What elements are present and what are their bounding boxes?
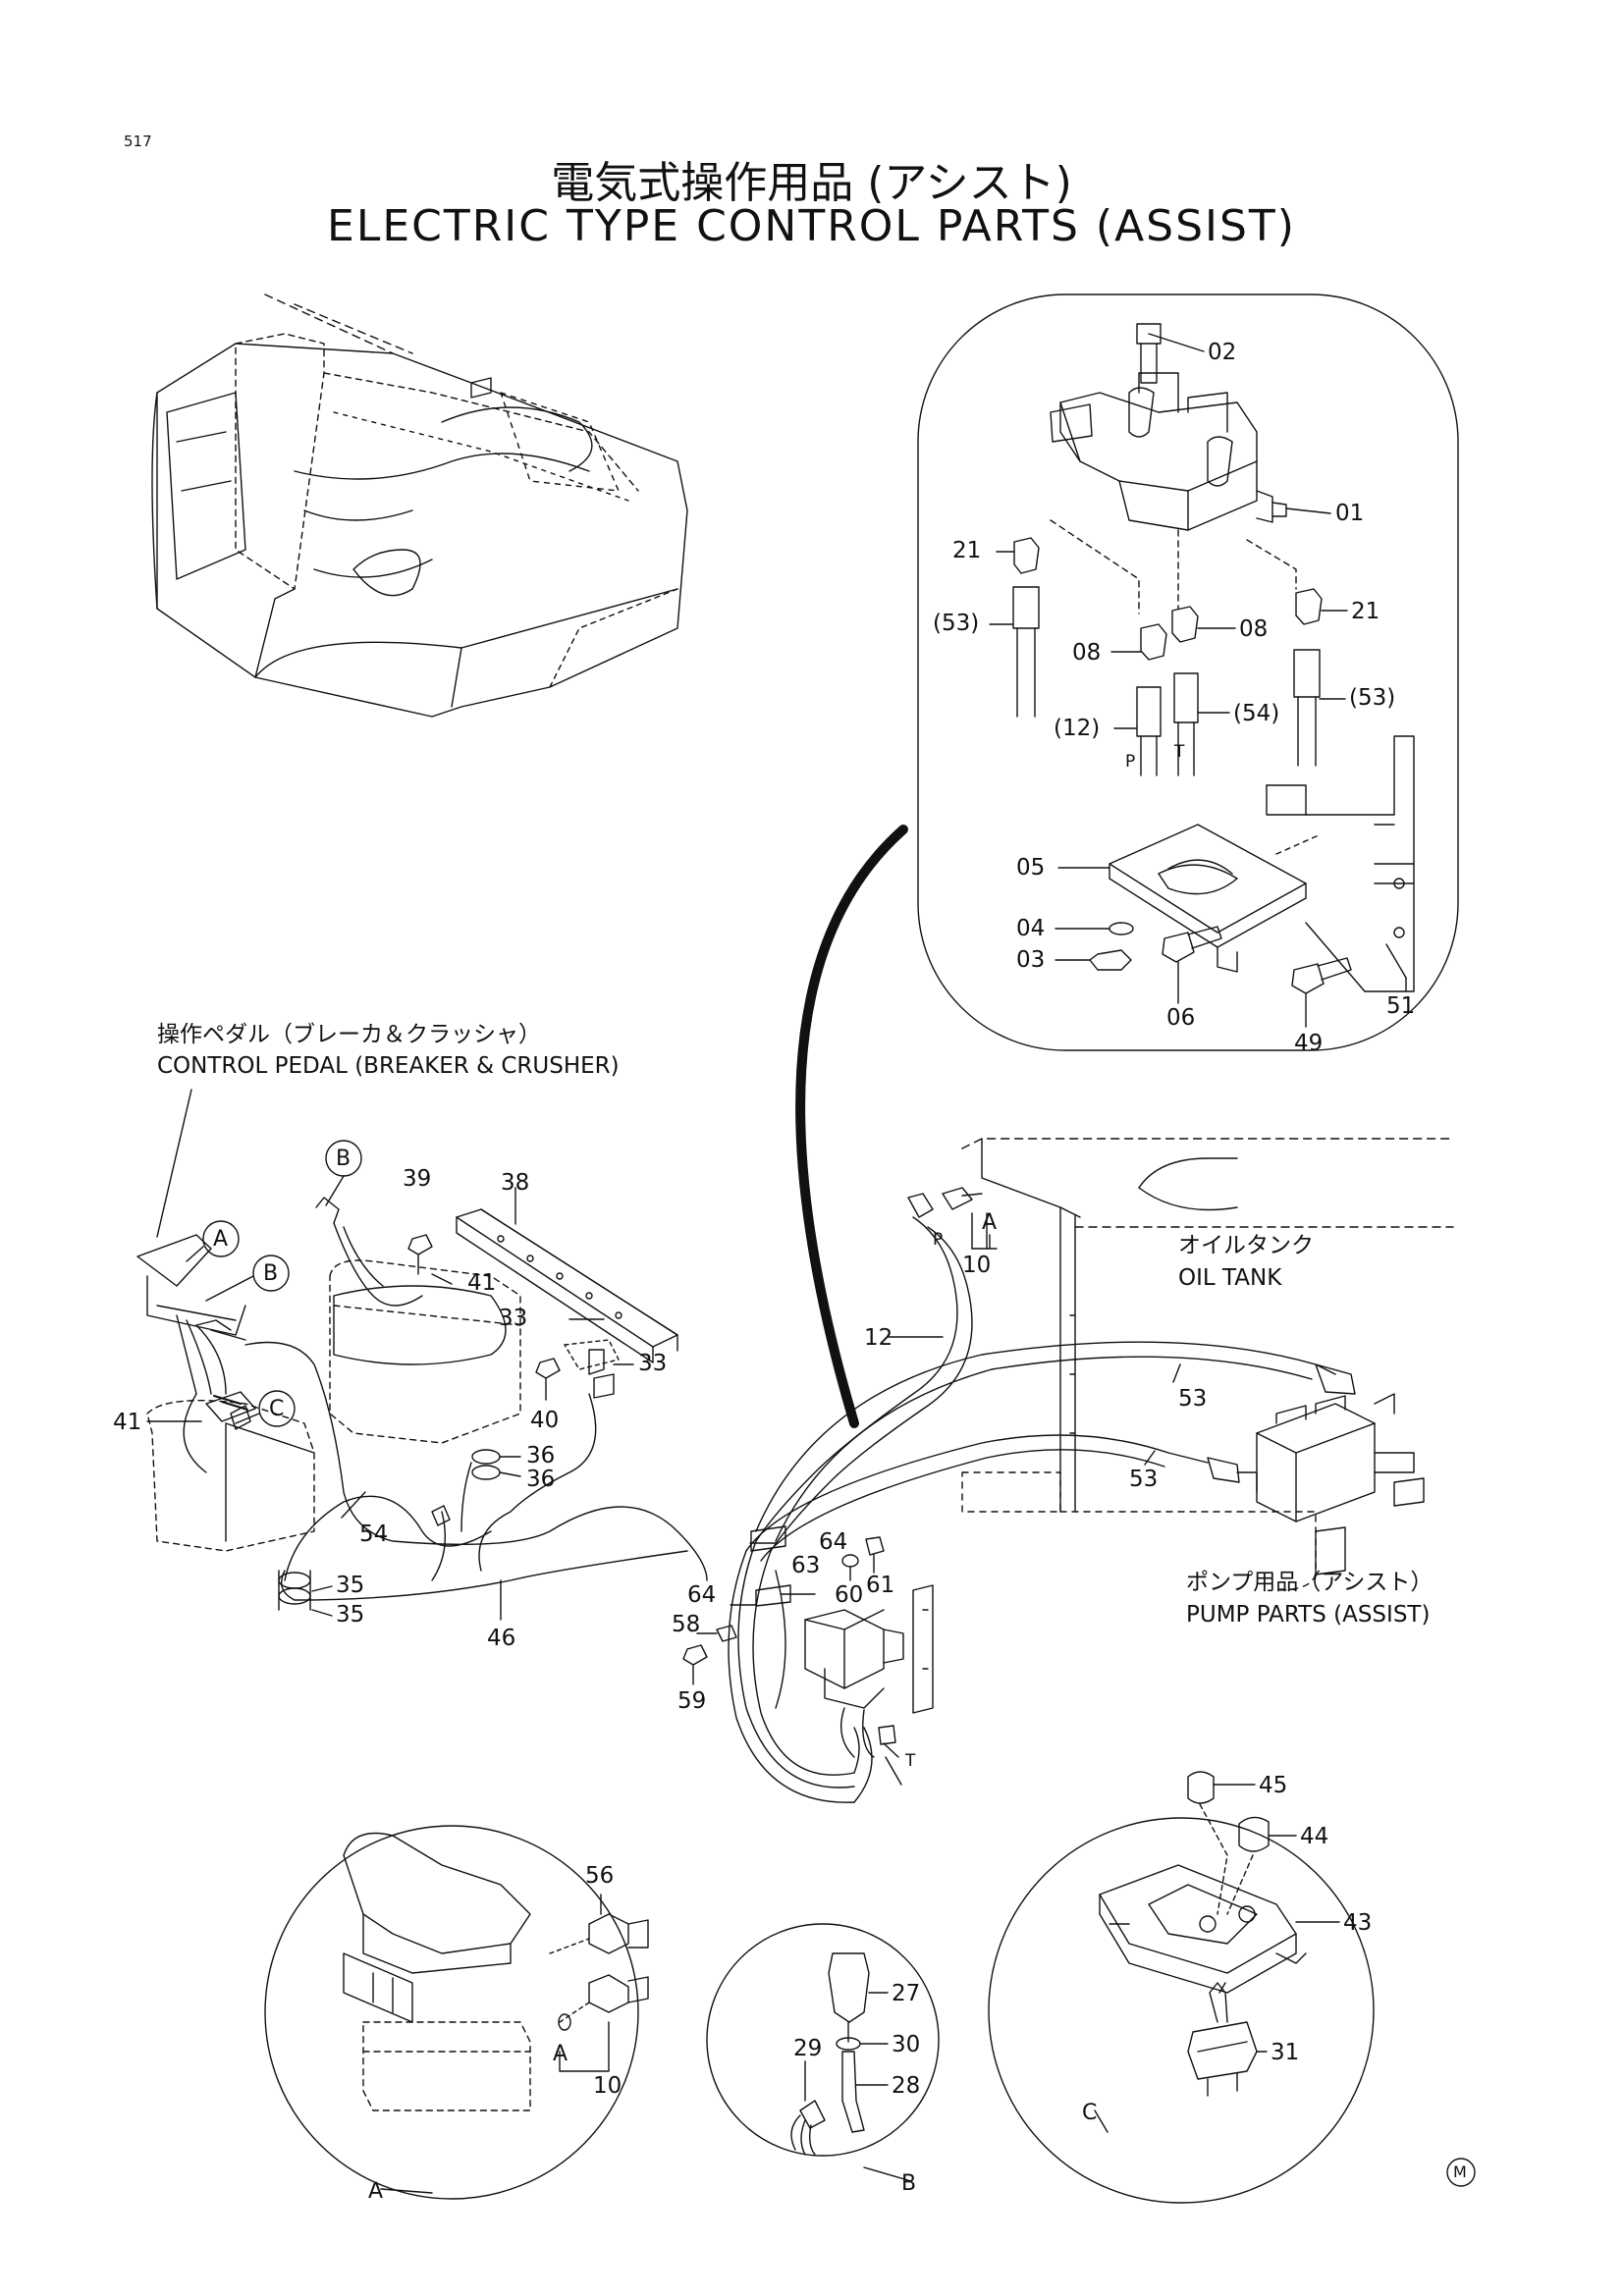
part-label-36-bottom: 36 [526,1467,556,1492]
part-label-53-lower: 53 [1129,1467,1159,1492]
detail-b-switch-drawing [791,1953,888,2155]
detail-b-marker-cable: B [336,1147,352,1171]
part-label-08-left: 08 [1072,640,1102,666]
part-label-61: 61 [866,1573,895,1598]
pump-parts-caption-en: PUMP PARTS (ASSIST) [1186,1602,1431,1628]
part-label-31: 31 [1271,2040,1300,2065]
oil-tank-caption-jp: オイルタンク [1178,1233,1314,1258]
part-label-41-top: 41 [467,1270,497,1296]
part-label-51: 51 [1386,993,1416,1019]
part-label-06: 06 [1166,1005,1196,1031]
part-label-12-paren: (12) [1054,716,1101,741]
title-japanese: 電気式操作用品 (アシスト) [551,158,1072,208]
part-label-29: 29 [793,2036,823,2061]
page-number: 517 [124,133,152,150]
part-label-44: 44 [1300,1824,1329,1849]
part-label-21-left: 21 [952,538,982,563]
part-label-60: 60 [835,1582,864,1608]
part-label-64-bottom: 64 [687,1582,717,1608]
part-label-63: 63 [791,1553,821,1578]
detail-b-marker: B [263,1261,279,1286]
part-label-49: 49 [1294,1031,1324,1056]
part-label-38: 38 [501,1170,530,1196]
part-label-56: 56 [585,1863,615,1889]
part-label-35-bottom: 35 [336,1602,365,1628]
part-label-03: 03 [1016,947,1046,973]
part-label-27: 27 [892,1981,921,2006]
hose-routing-drawing [683,1188,1335,1802]
part-label-54: 54 [359,1522,389,1547]
part-label-40: 40 [530,1408,560,1433]
part-label-53-paren-left: (53) [933,611,980,636]
part-label-59: 59 [677,1688,707,1714]
part-label-36-top: 36 [526,1443,556,1468]
part-label-43: 43 [1343,1910,1373,1936]
manufacturer-logo-mark: M [1453,2163,1467,2181]
part-label-08-right: 08 [1239,616,1269,642]
oil-tank-drawing [962,1139,1453,1590]
part-label-10-main: 10 [962,1253,992,1278]
part-label-12: 12 [864,1325,893,1351]
detail-a-marker: A [213,1227,229,1252]
detail-a-ref-fitting: A [982,1210,998,1235]
part-label-28: 28 [892,2073,921,2099]
control-pedal-caption-jp: 操作ペダル（ブレーカ＆クラッシャ） [157,1022,541,1047]
detail-c-title: C [1082,2101,1098,2125]
part-label-21-right: 21 [1351,599,1380,624]
port-p-label-top: P [1125,752,1136,772]
port-t-label-main: T [905,1751,916,1771]
detail-c-marker: C [269,1397,285,1421]
part-label-46: 46 [487,1626,516,1651]
title-english: ELECTRIC TYPE CONTROL PARTS (ASSIST) [327,201,1296,251]
pump-parts-caption-jp: ポンプ用品（アシスト） [1186,1570,1434,1595]
port-p-label-main: P [933,1230,944,1250]
console-bracket-drawing [316,1188,677,1580]
part-label-30: 30 [892,2032,921,2057]
detail-a-ref-inset: A [553,2042,568,2066]
part-label-10-detail: 10 [593,2073,622,2099]
machine-overview-drawing [152,294,687,717]
part-label-54-paren: (54) [1233,701,1280,726]
part-label-53-upper: 53 [1178,1386,1208,1412]
part-label-41-left: 41 [113,1410,142,1435]
control-pedal-caption-en: CONTROL PEDAL (BREAKER & CRUSHER) [157,1053,620,1079]
part-label-45: 45 [1259,1773,1288,1798]
part-label-01: 01 [1335,501,1365,526]
part-label-33-right: 33 [638,1351,668,1376]
detail-a-title: A [368,2179,384,2204]
part-label-35-top: 35 [336,1573,365,1598]
valve-assembly-drawing [990,324,1414,1027]
pump-parts-drawing [1208,1364,1424,1575]
part-label-04: 04 [1016,916,1046,941]
part-label-39: 39 [403,1166,432,1192]
detail-b-title: B [901,2171,917,2196]
control-pedal-drawing [137,1090,707,1610]
part-label-58: 58 [672,1612,701,1637]
part-label-05: 05 [1016,855,1046,881]
detail-a-pedal-drawing [344,1834,648,2111]
part-label-02: 02 [1208,340,1237,365]
part-label-33-top: 33 [499,1306,528,1331]
port-t-label-top: T [1174,742,1185,762]
detail-c-switch-drawing [1100,1772,1339,2096]
oil-tank-caption-en: OIL TANK [1178,1265,1282,1291]
part-label-64-top: 64 [819,1529,848,1555]
part-label-53-paren-right: (53) [1349,685,1396,711]
